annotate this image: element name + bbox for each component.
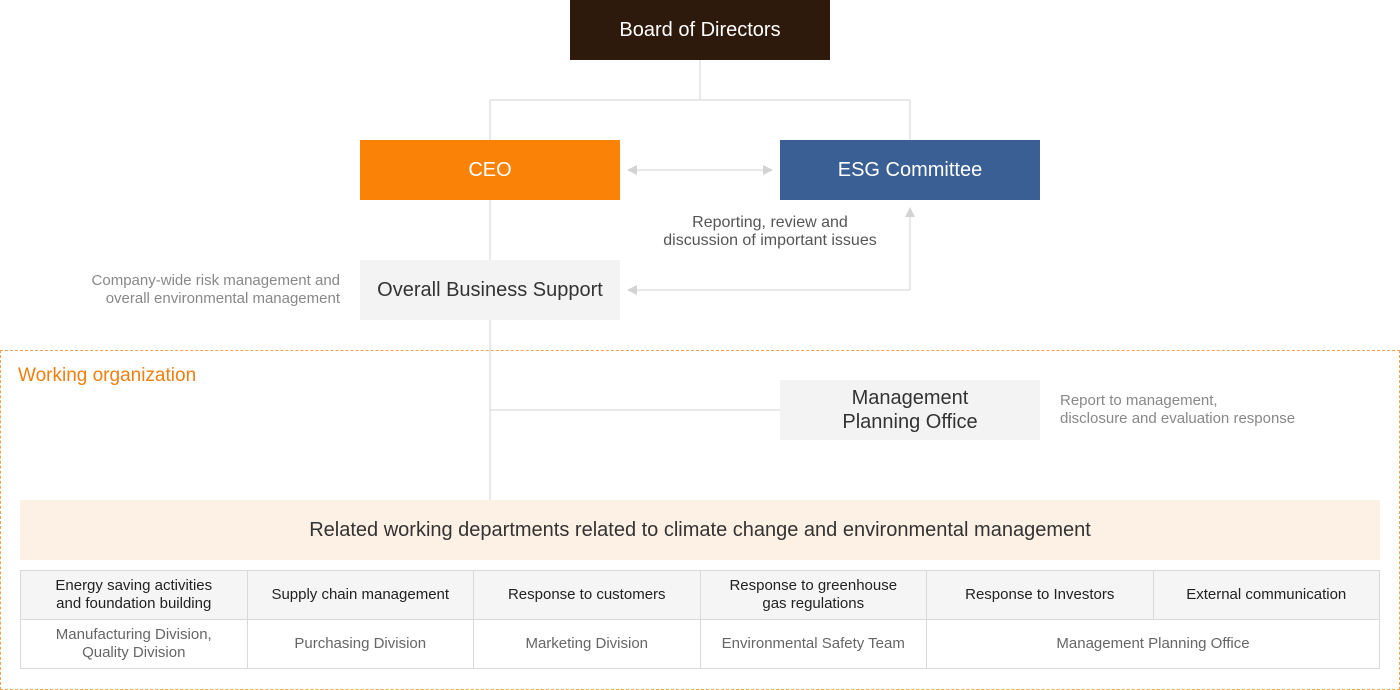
mpo-line2: Planning Office (842, 411, 978, 433)
ceo-label: CEO (468, 158, 512, 181)
departments-row: Manufacturing Division,Quality Division … (20, 619, 1380, 669)
mpo-note: Report to management, disclosure and eva… (1060, 392, 1380, 428)
function-cell: Response to Investors (926, 570, 1154, 620)
management-planning-office-box: Management Planning Office (780, 380, 1040, 440)
department-cell: Environmental Safety Team (699, 619, 927, 669)
reporting-note: Reporting, review and discussion of impo… (640, 214, 900, 250)
department-cell: Marketing Division (473, 619, 701, 669)
support-note-line2: overall environmental management (105, 290, 340, 307)
department-cell: Purchasing Division (246, 619, 474, 669)
related-label: Related working departments related to c… (309, 518, 1091, 541)
mpo-note-line1: Report to management, (1060, 392, 1218, 409)
function-cell: Supply chain management (246, 570, 474, 620)
board-of-directors-box: Board of Directors (570, 0, 830, 60)
support-note-line1: Company-wide risk management and (91, 272, 340, 289)
support-note: Company-wide risk management and overall… (40, 272, 340, 308)
department-cell: Management Planning Office (926, 619, 1380, 669)
reporting-note-line2: discussion of important issues (663, 232, 877, 249)
related-departments-banner: Related working departments related to c… (20, 500, 1380, 560)
function-cell: Response to customers (473, 570, 701, 620)
esg-committee-box: ESG Committee (780, 140, 1040, 200)
overall-business-support-box: Overall Business Support (360, 260, 620, 320)
working-organization-title: Working organization (18, 365, 197, 386)
mpo-line1: Management (851, 387, 969, 409)
ceo-box: CEO (360, 140, 620, 200)
reporting-note-line1: Reporting, review and (692, 214, 848, 231)
esg-support-arrow (627, 207, 915, 295)
board-label: Board of Directors (619, 18, 781, 41)
mpo-note-line2: disclosure and evaluation response (1060, 410, 1296, 427)
support-label: Overall Business Support (377, 278, 603, 301)
function-cell: External communication (1152, 570, 1380, 620)
esg-label: ESG Committee (837, 158, 983, 181)
department-cell: Manufacturing Division,Quality Division (20, 619, 248, 669)
